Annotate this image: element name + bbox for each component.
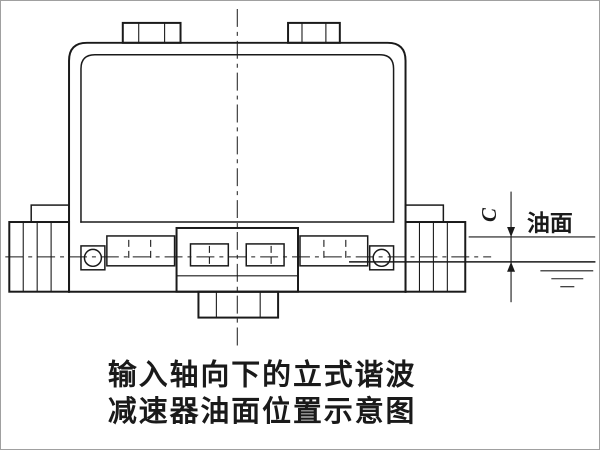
- caption: 输入轴向下的立式谐波 减速器油面位置示意图: [108, 358, 417, 428]
- boss-body: [404, 221, 467, 293]
- dimension-c-arrows: [507, 191, 516, 303]
- internal-mechanism: [80, 226, 395, 319]
- housing-inner-wall: [80, 54, 395, 223]
- bearing-race: [80, 245, 106, 271]
- right-bearing: [368, 245, 395, 271]
- oil-level-annotation: C 油面: [349, 191, 596, 303]
- oil-level-symbol: [540, 270, 594, 288]
- boss-step: [30, 204, 70, 223]
- caption-line-2: 减速器油面位置示意图: [108, 395, 417, 428]
- bearing-ball: [372, 248, 391, 268]
- arrowhead-up: [507, 261, 516, 272]
- section-block: [299, 235, 369, 267]
- centerlines: [5, 8, 492, 348]
- left-bearing: [80, 245, 106, 271]
- boss-body: [8, 221, 71, 293]
- boss-outline: [121, 21, 182, 44]
- top-boss-left: [121, 21, 182, 44]
- arrowhead-down: [507, 226, 516, 237]
- section-block: [106, 235, 176, 267]
- bearing-ball: [83, 248, 103, 268]
- dimension-c-label: C: [477, 207, 501, 222]
- caption-line-1: 输入轴向下的立式谐波: [108, 358, 417, 391]
- bearing-race: [368, 245, 395, 271]
- boss-outline: [287, 21, 341, 44]
- hub-pocket: [189, 243, 230, 267]
- right-mounting-boss: [404, 204, 467, 293]
- top-boss-right: [287, 21, 341, 44]
- wave-generator-section: [175, 226, 300, 319]
- housing-outer-wall: [68, 41, 407, 293]
- hub-pocket: [245, 243, 285, 267]
- hub-lower-step: [197, 290, 280, 319]
- boss-step: [404, 204, 445, 223]
- oil-surface-label: 油面: [527, 211, 573, 236]
- left-mounting-boss: [8, 204, 71, 293]
